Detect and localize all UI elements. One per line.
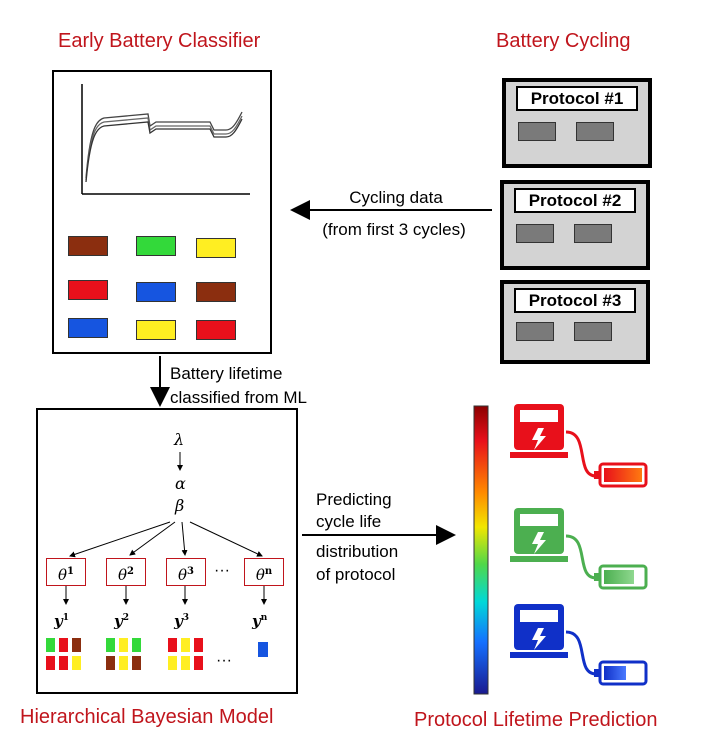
theta-node-2: θ2 [106,558,146,586]
battery-icon [518,122,556,141]
battery-icon [136,282,176,302]
predicting-label-3: distribution [316,542,399,561]
charging-station-icon [510,604,648,686]
battery-icon [196,320,236,340]
lambda-symbol: λ [174,430,185,449]
y-ellipsis: ··· [216,652,232,669]
battery-icon [574,224,612,243]
predicting-label-1: Predicting [316,490,392,509]
protocol-prediction-title: Protocol Lifetime Prediction [414,709,658,731]
cycling-data-label-2: (from first 3 cycles) [322,220,466,239]
lifetime-label-2: classified from ML [170,388,307,407]
theta-ellipsis: ··· [214,562,230,579]
battery-icon [68,236,108,256]
y-node-3: y3 [174,612,189,630]
cycling-plot [81,84,250,195]
battery-icon [196,238,236,258]
protocol-box-1: Protocol #1 [502,78,652,168]
theta-node-3: θ3 [166,558,206,586]
alpha-symbol: α [175,474,186,493]
predicting-label-4: of protocol [316,565,396,584]
early-classifier-title: Early Battery Classifier [58,30,261,52]
battery-icon [136,320,176,340]
lifetime-label-1: Battery lifetime [170,364,283,383]
protocol-title: Protocol #2 [514,188,636,213]
cycling-data-label-1: Cycling data [349,188,443,207]
sample-batteries [46,638,268,670]
battery-cycling-title: Battery Cycling [496,30,631,52]
battery-icon [196,282,236,302]
charging-station-icon [510,404,648,488]
battery-icon [136,236,176,256]
battery-icon [516,322,554,341]
battery-icon [516,224,554,243]
protocol-box-2: Protocol #2 [500,180,650,270]
protocol-title: Protocol #1 [516,86,638,111]
predicting-label-2: cycle life [316,512,382,531]
theta-node-1: θ1 [46,558,86,586]
beta-symbol: β [175,496,185,515]
battery-icon [68,280,108,300]
y-node-n: yn [252,612,268,630]
colorbar [473,405,489,695]
hierarchical-model-title: Hierarchical Bayesian Model [20,706,274,728]
battery-icon [574,322,612,341]
y-node-1: y1 [54,612,69,630]
theta-node-n: θn [244,558,284,586]
classifier-panel [52,70,272,354]
protocol-title: Protocol #3 [514,288,636,313]
battery-icon [576,122,614,141]
protocol-box-3: Protocol #3 [500,280,650,364]
battery-icon [68,318,108,338]
y-node-2: y2 [114,612,129,630]
charging-station-icon [510,508,648,590]
